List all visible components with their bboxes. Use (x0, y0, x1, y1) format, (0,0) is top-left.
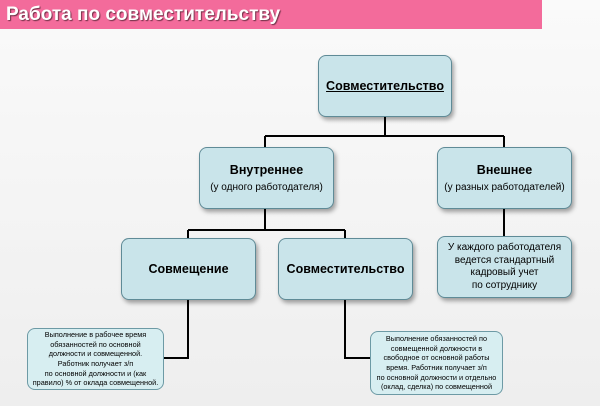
combination-note: Выполнение в рабочее время обязанностей … (27, 328, 164, 390)
node-internal-subtitle: (у одного работодателя) (210, 182, 323, 193)
node-external-info-text: У каждого работодателя ведется стандартн… (447, 242, 562, 291)
combination-note-text: Выполнение в рабочее время обязанностей … (32, 330, 159, 388)
part-time-note-text: Выполнение обязанностей по совмещенной д… (376, 334, 497, 392)
node-part-time-title: Совместительство (286, 262, 405, 276)
node-external-title: Внешнее (476, 163, 533, 177)
connector-to-combination-note (164, 300, 189, 359)
node-internal-title: Внутреннее (229, 163, 304, 177)
node-internal: Внутреннее (у одного работодателя) (199, 147, 334, 209)
node-combination-title: Совмещение (148, 262, 229, 276)
node-part-time: Совместительство (278, 238, 413, 300)
part-time-note: Выполнение обязанностей по совмещенной д… (370, 331, 503, 395)
node-part-time-root-title: Совместительство (326, 79, 444, 93)
node-external: Внешнее (у разных работодателей) (437, 147, 572, 209)
node-external-info: У каждого работодателя ведется стандартн… (437, 236, 572, 298)
slide-title: Работа по совместительству (6, 3, 281, 25)
node-combination: Совмещение (121, 238, 256, 300)
title-banner: Работа по совместительству (0, 0, 542, 29)
node-part-time-root: Совместительство (318, 55, 452, 117)
node-external-subtitle: (у разных работодателей) (444, 182, 565, 193)
connector-to-part-time-note (344, 300, 370, 359)
